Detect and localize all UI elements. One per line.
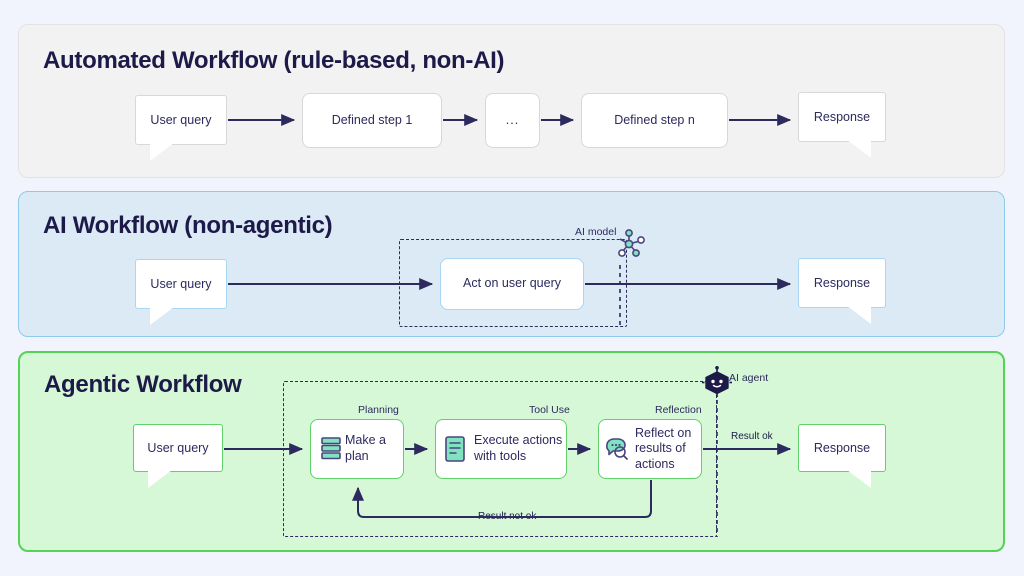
result-not-ok-label: Result not ok: [474, 511, 541, 522]
agentic-user-query-bubble: User query: [133, 424, 223, 490]
ai-agent-hexagon-icon: [702, 366, 732, 405]
automated-ellipsis-step: ...: [485, 93, 540, 148]
ai-agent-caption: AI agent: [729, 372, 769, 384]
ai-act-on-user-query-node: Act on user query: [440, 258, 584, 310]
ai-model-caption: AI model: [575, 226, 617, 238]
tool-use-caption: Tool Use: [529, 404, 570, 416]
agentic-make-a-plan-label: Make a plan: [345, 433, 386, 463]
automated-response-bubble: Response: [798, 92, 886, 160]
automated-defined-step-1: Defined step 1: [302, 93, 442, 148]
panel-title-automated: Automated Workflow (rule-based, non-AI): [43, 47, 505, 74]
ai-user-query-label: User query: [150, 277, 212, 291]
automated-user-query-label: User query: [150, 113, 212, 127]
ai-response-bubble: Response: [798, 258, 886, 326]
ai-act-on-user-query-label: Act on user query: [463, 276, 561, 291]
speech-bubble-search-icon: [604, 436, 630, 467]
automated-defined-step-n-label: Defined step n: [614, 112, 695, 127]
bubble-tail: [150, 143, 174, 161]
ai-user-query-bubble: User query: [135, 259, 227, 327]
automated-defined-step-n: Defined step n: [581, 93, 728, 148]
agentic-response-bubble: Response: [798, 424, 886, 490]
result-ok-label: Result ok: [727, 431, 777, 442]
bubble-tail: [148, 470, 172, 488]
agentic-response-label: Response: [813, 441, 871, 455]
panel-title-agentic: Agentic Workflow: [44, 371, 242, 398]
stacked-layers-icon: [320, 436, 342, 467]
automated-defined-step-1-label: Defined step 1: [331, 112, 413, 127]
document-list-icon: [443, 435, 467, 468]
agentic-execute-actions-label: Execute actions with tools: [474, 433, 563, 463]
agentic-reflect-label: Reflect on results of actions: [635, 425, 692, 471]
ai-model-network-icon: [613, 228, 647, 267]
automated-user-query-bubble: User query: [135, 95, 227, 163]
ai-response-label: Response: [813, 276, 871, 290]
planning-caption: Planning: [358, 404, 399, 416]
bubble-tail: [150, 307, 174, 325]
panel-title-ai: AI Workflow (non-agentic): [43, 212, 333, 239]
automated-response-label: Response: [813, 110, 871, 124]
reflection-caption: Reflection: [655, 404, 702, 416]
automated-ellipsis-label: ...: [505, 112, 520, 127]
bubble-tail: [847, 306, 871, 324]
bubble-tail: [847, 470, 871, 488]
agentic-user-query-label: User query: [147, 441, 209, 455]
bubble-tail: [847, 140, 871, 158]
